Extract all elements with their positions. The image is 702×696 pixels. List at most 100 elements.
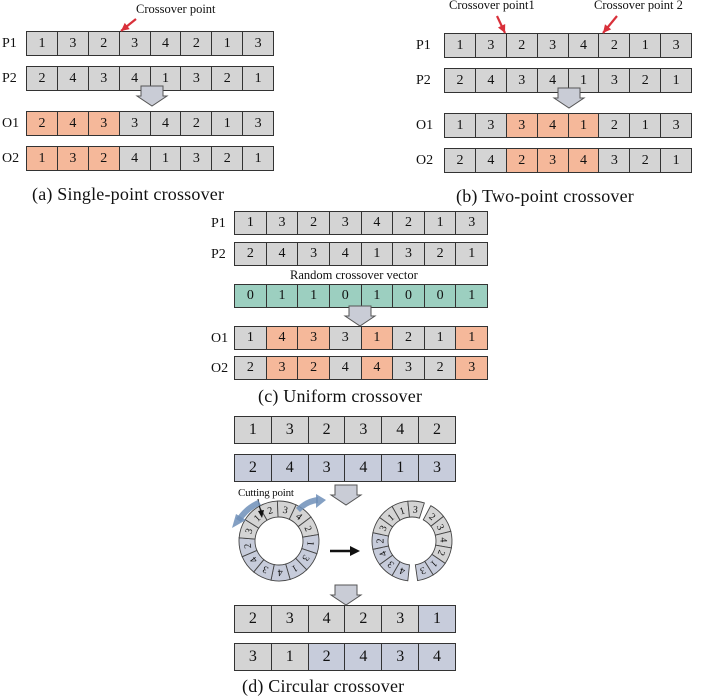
cutting-point-arrow-head — [258, 510, 264, 518]
chromosome-b-gene: 1 — [629, 114, 661, 137]
chromosome-b-gene: 2 — [505, 34, 537, 57]
chromosome-b-gene: 2 — [629, 149, 661, 172]
chromosome-c-gene: 1 — [265, 285, 298, 307]
row-label-c-p2: P2 — [211, 247, 226, 262]
caption-c: (c) Uniform crossover — [258, 386, 423, 406]
chromosome-c-gene: 3 — [265, 212, 298, 234]
chromosome-d-gene: 3 — [270, 606, 308, 632]
chromosome-c-gene: 1 — [297, 285, 329, 307]
rotate-arrow-left-head — [232, 514, 246, 528]
down-arrow-d-top — [329, 484, 363, 506]
chromosome-a-gene: 2 — [27, 112, 57, 135]
chromosome-c-gene: 1 — [423, 212, 456, 234]
chromosome-b-gene: 1 — [660, 149, 691, 172]
ring-after-gene-label: 1 — [428, 558, 439, 569]
chromosome-b-gene: 4 — [567, 149, 599, 172]
chromosome-c-gene: 1 — [235, 327, 266, 349]
crossover-point-label: Crossover point — [136, 2, 216, 16]
chromosome-a-gene: 1 — [149, 147, 181, 170]
chromosome-c-gene: 0 — [392, 285, 424, 307]
chromosome-a-gene: 3 — [180, 67, 212, 90]
ring-after-gene-label: 2 — [376, 539, 387, 544]
ring-after-gene-label: 2 — [435, 548, 447, 557]
caption-d: (d) Circular crossover — [242, 676, 405, 696]
row-label-c-o1: O1 — [211, 331, 229, 346]
chromosome-a-gene: 1 — [242, 67, 273, 90]
chromosome-c-gene: 3 — [328, 212, 361, 234]
chromosome-c-gene: 1 — [455, 243, 487, 265]
chromosome-b-gene: 4 — [474, 149, 506, 172]
ring-before-gene-label: 2 — [243, 543, 255, 550]
crossover-point-arrow-head — [121, 22, 130, 31]
chromosome-c-gene: 1 — [455, 327, 487, 349]
row-label-a-p2: P2 — [2, 71, 17, 86]
chromosome-c-gene: 3 — [455, 357, 487, 379]
ring-after-gene-label: 3 — [386, 558, 397, 570]
chromosome-c-gene: 0 — [235, 285, 266, 307]
chromosome-c-gene: 3 — [265, 357, 298, 379]
chromosome-c-gene: 3 — [455, 212, 487, 234]
chromosome-d-gene: 1 — [381, 455, 419, 481]
chromosome-a-gene: 2 — [27, 67, 57, 90]
chromosome-a-gene: 3 — [87, 112, 119, 135]
chromosome-d-gene: 3 — [270, 417, 308, 443]
ring-after-gene — [407, 500, 425, 519]
chromosome-a-gene: 1 — [149, 67, 181, 90]
down-arrow-c — [343, 305, 377, 327]
chromosome-c-gene: 2 — [235, 243, 266, 265]
chromosome-c-gene: 3 — [392, 243, 424, 265]
crossover-point2-label: Crossover point 2 — [594, 0, 683, 12]
chromosome-b-gene: 4 — [536, 114, 568, 137]
chromosome-b-gene: 3 — [536, 34, 568, 57]
chromosome-a-gene: 1 — [27, 147, 57, 170]
chromosome-c-gene: 3 — [392, 357, 424, 379]
chromosome-b-gene: 1 — [660, 69, 691, 92]
chromosome-d-gene: 2 — [307, 417, 345, 443]
chromosome-d-gene: 2 — [235, 606, 271, 632]
chromosome-c-gene: 3 — [297, 327, 329, 349]
ring-before-gene-label: 4 — [248, 554, 260, 565]
chromosome-d-gene: 3 — [381, 606, 419, 632]
cutting-point-label: Cutting point — [238, 487, 294, 499]
chromosome-b-gene: 2 — [629, 69, 661, 92]
chromosome-c-gene: 1 — [423, 327, 456, 349]
ring-after-gene-label: 1 — [386, 512, 397, 524]
chromosome-c-gene: 3 — [328, 327, 361, 349]
ring-after-gene-label: 3 — [412, 504, 418, 515]
chromosome-b-gene: 3 — [474, 114, 506, 137]
chromosome-b-gene: 4 — [474, 69, 506, 92]
chromosome-d-gene: 2 — [418, 417, 455, 443]
crossover-point1-arrow-head — [497, 24, 506, 33]
ring-after-gene-label: 3 — [378, 524, 390, 533]
chromosome-c-gene: 2 — [392, 327, 424, 349]
chromosome-a-gene: 3 — [242, 32, 273, 55]
chromosome-b-gene: 2 — [445, 149, 475, 172]
chromosome-d-gene: 4 — [344, 644, 382, 670]
crossover-point2-arrow-head — [603, 24, 612, 33]
chromosome-d-gene: 4 — [270, 455, 308, 481]
row-label-a-o2: O2 — [2, 151, 20, 166]
row-label-b-o1: O1 — [416, 118, 434, 133]
caption-b: (b) Two-point crossover — [456, 186, 634, 206]
ring-before-gene-label: 3 — [261, 563, 270, 575]
chromosome-c-gene: 2 — [392, 212, 424, 234]
chromosome-b-gene: 2 — [598, 114, 630, 137]
ring-before-gene-label: 2 — [301, 524, 313, 533]
chromosome-c-gene: 2 — [423, 357, 456, 379]
chromosome-a-gene: 4 — [118, 67, 150, 90]
chromosome-a-gene: 2 — [211, 67, 243, 90]
chromosome-d-gene: 3 — [235, 644, 271, 670]
row-label-c-p1: P1 — [211, 216, 226, 231]
